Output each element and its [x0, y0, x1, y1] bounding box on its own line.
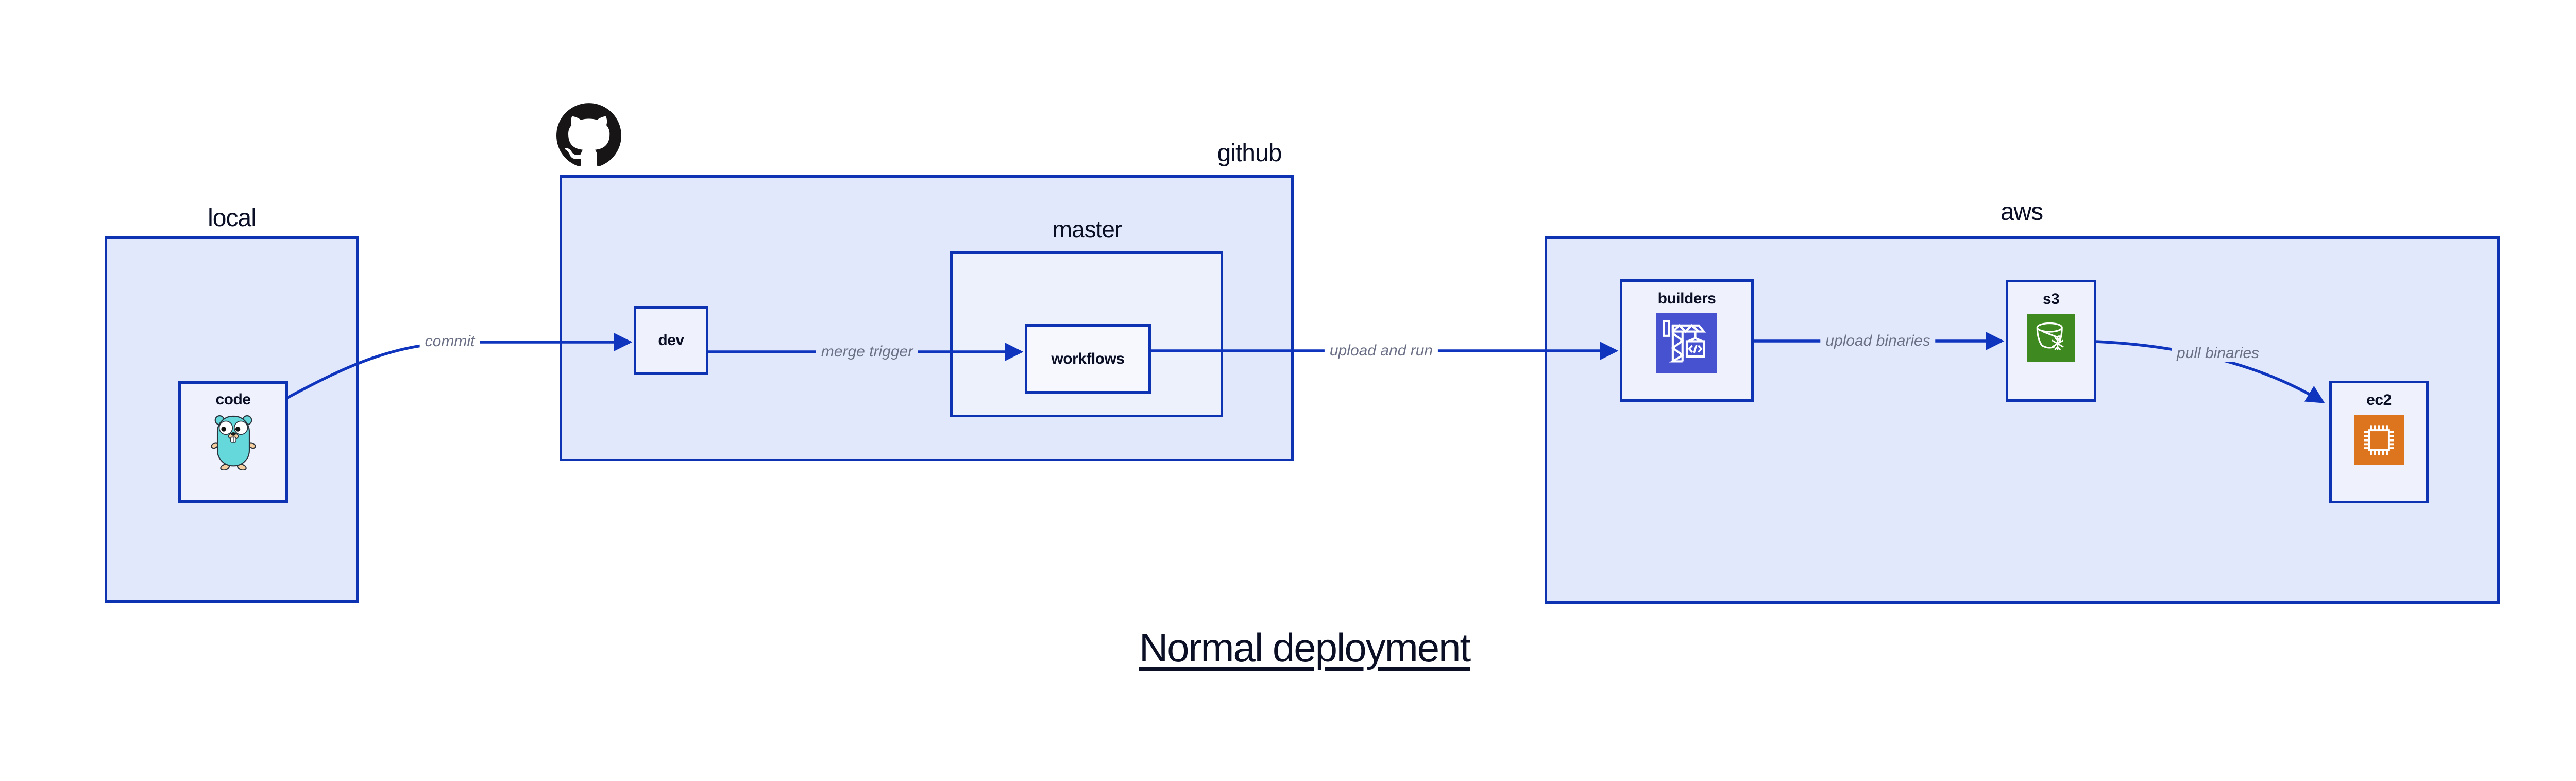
dev-label: dev — [658, 332, 684, 349]
aws-codebuild-crane-icon — [1656, 313, 1717, 373]
edge-label-pull-binaries: pull binaries — [2171, 345, 2265, 362]
node-workflows: workflows — [1025, 324, 1151, 394]
go-gopher-icon — [211, 415, 256, 470]
edge-label-upload-binaries: upload binaries — [1820, 332, 1936, 350]
s3-label: s3 — [2042, 291, 2060, 308]
aws-label: aws — [2000, 198, 2043, 226]
local-label: local — [208, 205, 257, 232]
aws-ec2-chip-icon — [2354, 415, 2404, 465]
code-label: code — [215, 391, 251, 408]
edge-commit — [286, 333, 633, 399]
edge-label-merge-trigger: merge trigger — [816, 343, 919, 361]
github-label: github — [1217, 140, 1282, 167]
node-code: code — [178, 381, 288, 503]
node-dev: dev — [634, 306, 708, 375]
ec2-label: ec2 — [2366, 392, 2392, 409]
edge-label-upload-and-run: upload and run — [1324, 342, 1438, 360]
workflows-label: workflows — [1051, 350, 1125, 367]
master-label: master — [1052, 216, 1123, 243]
builders-label: builders — [1657, 290, 1716, 307]
node-s3: s3 — [2006, 280, 2096, 402]
node-builders: builders — [1620, 279, 1754, 402]
github-octocat-icon — [556, 103, 621, 166]
diagram-title: Normal deployment — [1139, 625, 1471, 670]
edge-label-commit: commit — [419, 333, 480, 350]
aws-s3-glacier-bucket-icon — [2027, 314, 2075, 362]
node-ec2: ec2 — [2329, 381, 2429, 503]
